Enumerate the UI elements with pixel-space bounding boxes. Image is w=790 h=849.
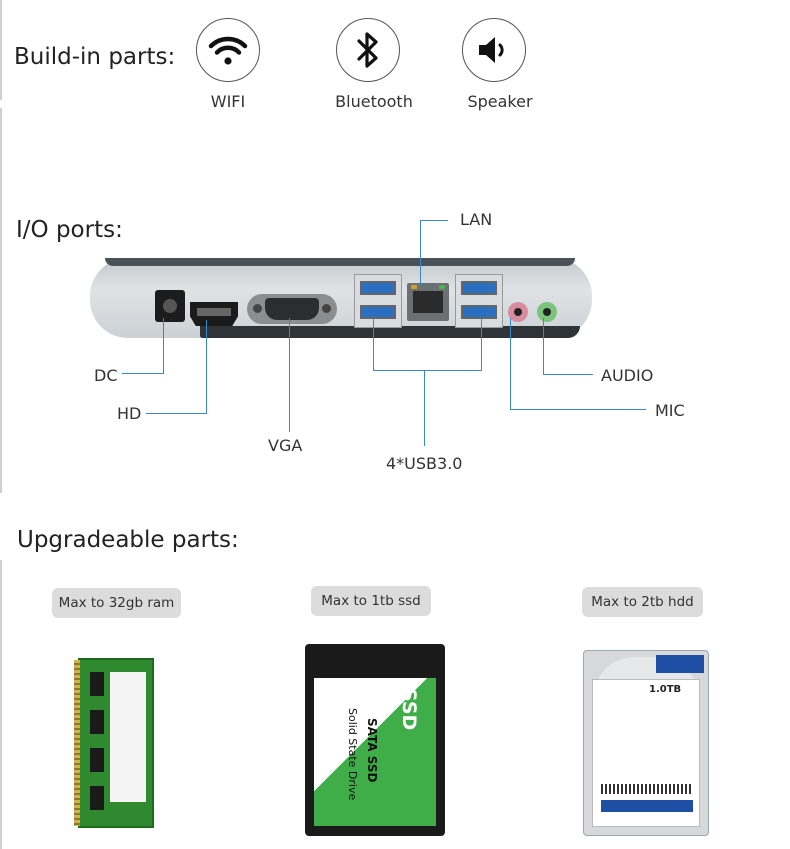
dc-label: DC bbox=[94, 366, 118, 385]
speaker-icon bbox=[462, 18, 526, 82]
ram-pill: Max to 32gb ram bbox=[52, 588, 181, 618]
usb-leader-left bbox=[373, 318, 374, 370]
mic-label: MIC bbox=[655, 401, 685, 420]
lan-leader-v bbox=[420, 220, 421, 286]
hd-leader-h bbox=[146, 413, 207, 414]
wifi-icon bbox=[196, 18, 260, 82]
mic-leader-v bbox=[510, 318, 511, 409]
ssd-pill: Max to 1tb ssd bbox=[311, 586, 431, 616]
usb-leader-h bbox=[373, 370, 482, 371]
dc-leader-v bbox=[163, 318, 164, 374]
ssd-image: SSD SATA SSD Solid State Drive bbox=[305, 644, 445, 836]
ram-module-image bbox=[74, 658, 154, 828]
audio-leader-h bbox=[543, 374, 593, 375]
audio-port bbox=[537, 302, 557, 322]
usb-leader-down bbox=[424, 370, 425, 446]
usb-label: 4*USB3.0 bbox=[386, 454, 463, 473]
usb-port-group-right bbox=[455, 274, 503, 328]
audio-leader-v bbox=[543, 318, 544, 374]
mic-leader-h bbox=[510, 409, 646, 410]
panel-bottom-strip bbox=[200, 326, 580, 338]
vga-label: VGA bbox=[268, 436, 303, 455]
edge-bar-3 bbox=[0, 560, 2, 849]
audio-label: AUDIO bbox=[601, 366, 654, 385]
panel-top-edge bbox=[105, 258, 575, 266]
hd-label: HD bbox=[117, 404, 142, 423]
dc-port bbox=[155, 290, 185, 322]
hdd-capacity-text: 1.0TB bbox=[649, 684, 682, 695]
edge-bar-2 bbox=[0, 108, 2, 493]
vga-port bbox=[247, 294, 337, 324]
wifi-label: WIFI bbox=[210, 92, 246, 111]
speaker-label: Speaker bbox=[467, 92, 533, 111]
bluetooth-label: Bluetooth bbox=[335, 92, 413, 111]
ssd-line2-text: Solid State Drive bbox=[346, 708, 359, 801]
mic-port bbox=[508, 302, 528, 322]
upgrade-title: Upgradeable parts: bbox=[17, 527, 239, 553]
usb-port-group-left bbox=[354, 274, 402, 328]
dc-leader-h bbox=[122, 373, 164, 374]
lan-label: LAN bbox=[460, 210, 493, 229]
ssd-brand-text: SSD bbox=[398, 688, 420, 731]
lan-port bbox=[407, 283, 449, 321]
ssd-line1-text: SATA SSD bbox=[365, 718, 379, 783]
hdd-pill: Max to 2tb hdd bbox=[582, 587, 703, 617]
lan-leader-h bbox=[420, 220, 448, 221]
bluetooth-icon bbox=[336, 18, 400, 82]
usb-leader-right bbox=[481, 318, 482, 370]
hdmi-port bbox=[190, 302, 238, 326]
vga-leader-v bbox=[289, 318, 290, 432]
builtin-title: Build-in parts: bbox=[14, 44, 176, 70]
hdd-image: 1.0TB bbox=[583, 650, 709, 836]
edge-bar-1 bbox=[0, 0, 2, 100]
io-title: I/O ports: bbox=[16, 217, 123, 243]
hd-leader-v bbox=[206, 320, 207, 414]
